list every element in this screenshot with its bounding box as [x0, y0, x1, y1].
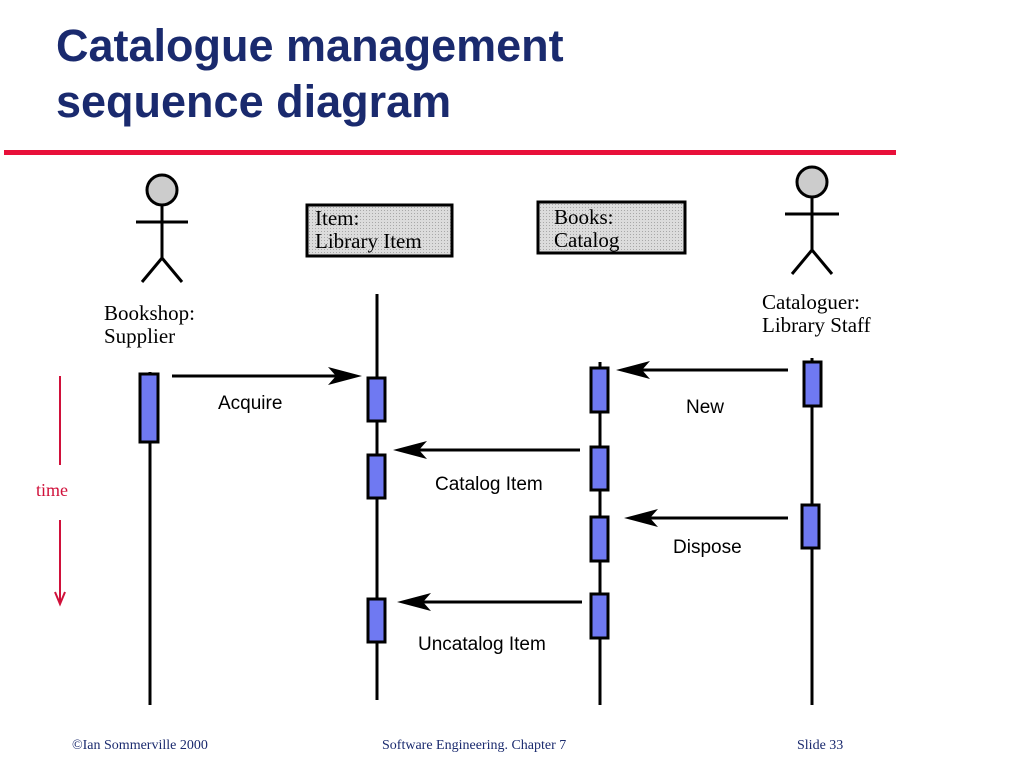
cataloguer-actor-icon	[785, 165, 839, 275]
catalog-label-line-2: Catalog	[554, 228, 620, 252]
cataloguer-label-line-1: Cataloguer:	[762, 290, 860, 314]
message-new-label: New	[686, 397, 724, 418]
message-dispose-label: Dispose	[673, 537, 742, 558]
slide-title: Catalogue management sequence diagram	[56, 18, 564, 130]
message-uncatalog-item-arrow	[397, 593, 582, 611]
footer-course: Software Engineering. Chapter 7	[382, 738, 567, 753]
message-uncatalog-item-label: Uncatalog Item	[418, 634, 546, 655]
activation-bar	[138, 372, 160, 444]
activation-bar	[366, 376, 387, 423]
supplier-label-line-2: Supplier	[104, 324, 175, 348]
message-dispose-arrow	[624, 509, 788, 527]
footer-copyright: ©Ian Sommerville 2000	[72, 738, 208, 753]
activation-bar	[802, 360, 823, 408]
message-acquire-arrow	[172, 367, 362, 385]
activation-bar	[589, 445, 610, 492]
library-item-object-box: Item: Library Item	[305, 203, 454, 258]
activation-bar	[589, 592, 610, 640]
supplier-label-line-1: Bookshop:	[104, 301, 195, 325]
cataloguer-label-line-2: Library Staff	[762, 313, 871, 337]
message-new-arrow	[616, 361, 788, 379]
slide-title-line-2: sequence diagram	[56, 76, 452, 127]
activation-bar	[589, 366, 610, 414]
title-divider	[4, 150, 896, 155]
message-catalog-item-arrow	[393, 441, 580, 459]
activation-bar	[800, 503, 821, 550]
library-item-label-line-1: Item:	[315, 206, 359, 230]
library-item-label-line-2: Library Item	[315, 229, 422, 253]
message-catalog-item-label: Catalog Item	[435, 474, 543, 495]
activation-bar	[366, 453, 387, 500]
supplier-actor-icon	[136, 173, 188, 283]
activation-bar	[589, 515, 610, 563]
time-axis-arrow	[54, 376, 66, 607]
catalog-object-box: Books: Catalog	[536, 200, 687, 255]
catalog-label-line-1: Books:	[554, 205, 614, 229]
slide-title-line-1: Catalogue management	[56, 20, 564, 71]
footer-slide-number: Slide 33	[797, 738, 844, 753]
message-acquire-label: Acquire	[218, 393, 282, 414]
activation-bar	[366, 597, 387, 644]
time-label: time	[36, 480, 68, 500]
